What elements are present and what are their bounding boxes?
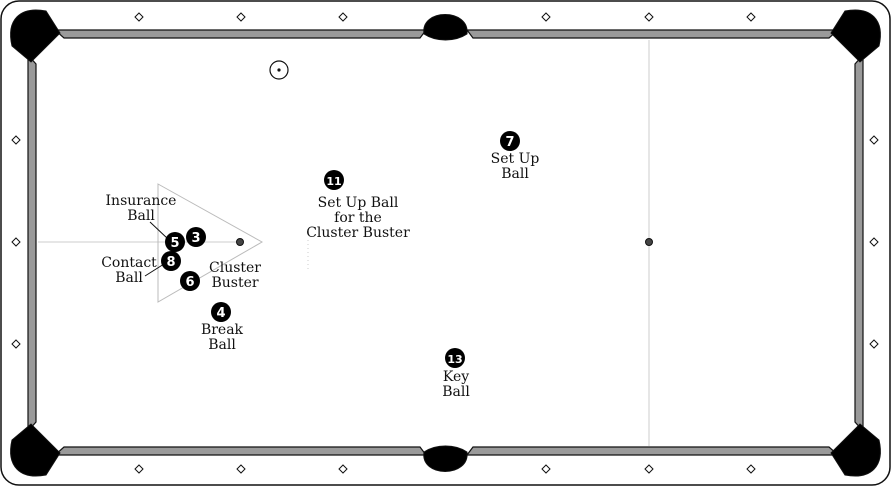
ball-6: 6 [180, 271, 200, 291]
ball-13: 13 [445, 348, 465, 368]
diamond-icon [869, 237, 879, 247]
ball-number: 5 [170, 236, 179, 251]
ball-number: 8 [166, 255, 175, 270]
pocket-bottom-left [10, 423, 61, 477]
diamond-markers [11, 12, 879, 474]
pockets [10, 9, 881, 477]
diamond-icon [746, 464, 756, 474]
spots [236, 60, 653, 246]
cushion-top-left [53, 29, 428, 39]
diamond-icon [134, 12, 144, 22]
ball-number: 6 [185, 275, 194, 290]
pointer-lines [144, 221, 169, 277]
head-spot [645, 238, 653, 246]
diamond-icon [338, 464, 348, 474]
diamond-icon [644, 464, 654, 474]
ball-number: 13 [447, 353, 462, 366]
ball-5: 5 [165, 232, 185, 252]
cushion-right [854, 53, 864, 433]
label-contact-ball: Contact Ball [101, 255, 157, 286]
ball-7: 7 [500, 131, 520, 151]
label-key-ball: Key Ball [442, 369, 470, 400]
pocket-top-middle [423, 14, 468, 41]
pocket-bottom-middle [423, 445, 468, 472]
pocket-top-left [10, 9, 61, 63]
contact-pointer [144, 263, 165, 277]
pocket-top-right [830, 9, 881, 63]
ball-8: 8 [161, 251, 181, 271]
diamond-icon [869, 135, 879, 145]
diamond-icon [541, 12, 551, 22]
ball-3: 3 [186, 227, 206, 247]
cushion-left [27, 53, 37, 433]
ball-circle [445, 348, 465, 368]
ball-circle [165, 232, 185, 252]
ball-circle [500, 131, 520, 151]
label-insurance-ball: Insurance Ball [105, 193, 177, 224]
diamond-icon [869, 339, 879, 349]
diamond-icon [134, 464, 144, 474]
diamond-icon [11, 135, 21, 145]
ball-circle [161, 251, 181, 271]
insurance-pointer [149, 221, 169, 240]
cushion-bottom-right [465, 446, 840, 456]
cushion-bottom-left [53, 446, 428, 456]
ball-number: 3 [191, 231, 200, 246]
ball-number: 4 [216, 306, 225, 321]
label-cluster-buster: Cluster Buster [209, 260, 261, 291]
ball-number: 7 [505, 135, 514, 150]
label-break-ball: Break Ball [200, 322, 244, 353]
diamond-icon [338, 12, 348, 22]
ball-circle [324, 170, 344, 190]
ball-circle [186, 227, 206, 247]
label-setup-ball-cluster: Set Up Ball for the Cluster Buster [306, 195, 410, 241]
diamond-icon [236, 12, 246, 22]
diamond-icon [644, 12, 654, 22]
cue-ball-dot [277, 68, 281, 72]
diamond-icon [746, 12, 756, 22]
ball-circle [180, 271, 200, 291]
diamond-icon [236, 464, 246, 474]
ball-11: 11 [324, 170, 344, 190]
label-setup-ball: Set Up Ball [490, 151, 540, 182]
balls: 35 86 4 11 7 13 [161, 131, 520, 368]
diamond-icon [11, 339, 21, 349]
ball-circle [211, 302, 231, 322]
ball-number: 11 [326, 175, 341, 188]
rack-outline [157, 183, 264, 303]
foot-spot [236, 238, 244, 246]
cushion-top-right [465, 29, 840, 39]
ball-4: 4 [211, 302, 231, 322]
diamond-icon [11, 237, 21, 247]
pocket-bottom-right [830, 423, 881, 477]
diamond-icon [541, 464, 551, 474]
